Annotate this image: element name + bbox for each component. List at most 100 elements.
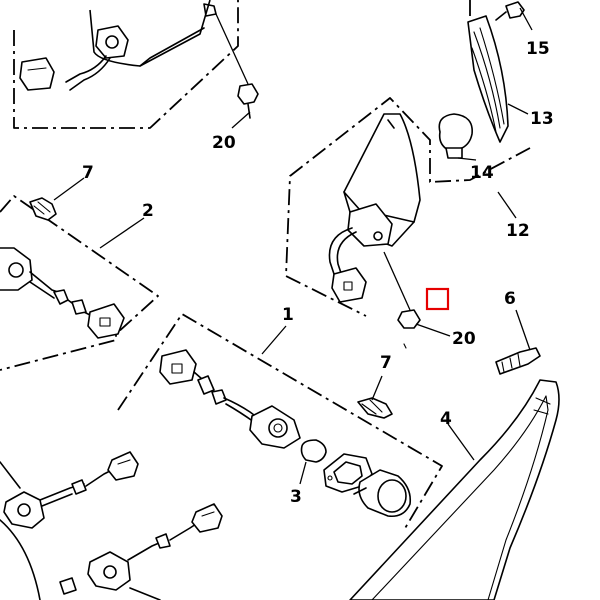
bottom-left-harness [0,519,41,600]
screw-20-top [215,13,259,129]
bulb-14-glass [438,113,473,151]
group-1-assembly [117,313,443,531]
group-1-socket-core [273,423,283,433]
screw-20-mid-dot [403,343,407,349]
highlight-marker [425,287,450,311]
lens-13-ridge-3 [471,47,497,133]
group-2-outline [0,195,159,371]
leader-3 [299,461,307,485]
group-1-connector-pin [171,363,183,374]
label-part-20-top: 20 [212,133,236,153]
screw-7-left-body [29,197,57,221]
bottom-left-socket-a-ring [17,503,31,517]
leader-13 [507,103,529,115]
top-left-socket-ring [105,35,119,49]
cover-4-shell [349,379,560,600]
label-part-15: 15 [526,39,550,59]
turn-signal-assembly [285,0,533,317]
leader-2 [99,217,145,249]
bottom-left-connector-a-pin [117,459,131,465]
lamp-unit-tab [353,487,367,495]
part-labels: 1 2 3 4 6 7 7 12 13 14 15 20 20 [82,39,554,507]
label-part-1: 1 [282,305,294,325]
label-part-4: 4 [440,409,452,429]
label-part-7-center: 7 [380,353,392,373]
bottom-left-wire-a3 [85,469,113,487]
group-1-clip [211,389,227,405]
leader-20-top-label [231,111,251,129]
screw-20-mid-head [397,309,421,329]
screw-7-center-body [357,397,393,419]
screw-20-top-head [237,83,259,105]
bottom-left-socket-a [3,491,45,529]
leader-7-left [53,177,85,201]
screw-6-thread [501,353,521,373]
top-left-lamp-assembly [13,0,239,129]
group-1-connector [159,349,197,385]
bottom-left-wire-a2 [41,493,73,507]
screw-15-shank [495,11,507,21]
group-2-wire-2 [29,281,55,299]
gasket-inner [333,461,363,485]
signal-connector [331,267,367,303]
screw-6 [495,309,541,375]
leader-20-mid [415,323,451,337]
leader-14 [457,157,477,161]
bottom-left-clip-b [155,533,171,549]
group-2-socket [0,247,33,291]
screw-7-center-thread [361,399,383,415]
screw-20-middle [383,251,451,349]
bottom-left-bulb [59,577,77,595]
signal-housing-mark [387,119,395,129]
group-2-assembly [0,195,159,371]
screw-20-top-shank [247,103,251,119]
group-1-socket-ring [268,418,288,438]
label-part-14: 14 [470,163,494,183]
screw-6-body [495,347,541,375]
label-part-13: 13 [530,109,554,129]
screw-7-left-thread [33,201,51,215]
top-left-connector-detail [27,67,47,71]
leader-4 [447,423,475,461]
cover-4-mark [533,397,551,415]
gasket-hole [327,475,333,481]
label-part-3: 3 [290,487,302,507]
group-1-grommet [197,375,215,395]
top-left-wire [65,55,107,83]
lens-13 [467,15,509,143]
top-left-lens-edge [139,27,205,67]
turn-signal-group-outline [285,0,531,317]
bottom-left-sockets [0,451,223,600]
group-1-outline [117,313,443,531]
bottom-left-socket-b [87,551,131,591]
lens-13-ridge-2 [479,27,505,125]
bottom-left-connector-a [107,451,139,481]
leader-1 [261,325,287,355]
group-1-wire-2 [223,397,259,419]
label-part-6: 6 [504,289,516,309]
bulb-3 [300,439,327,463]
label-part-12: 12 [506,221,530,241]
bottom-left-line [0,461,21,489]
leader-12 [497,191,517,219]
bottom-left-connector-b-pin [201,511,215,517]
group-2-grommet [53,289,69,305]
leader-15 [519,7,533,31]
bottom-left-connector-b [191,503,223,533]
group-2-connector [87,303,125,339]
group-2-socket-ring [8,262,24,278]
group-2-connector-pin [99,317,111,327]
leader-7-center [371,375,383,401]
bulb-14-base [445,147,463,159]
label-part-20-middle: 20 [452,329,476,349]
bottom-left-socket-b-ring [103,565,117,579]
bottom-left-wire-b2 [169,523,197,541]
label-part-7-left: 7 [82,163,94,183]
top-left-wire-2 [69,57,111,91]
bottom-left-clip-a [71,479,87,495]
leader-20-top [215,13,249,85]
label-part-2: 2 [142,201,154,221]
group-1-socket [249,405,301,449]
